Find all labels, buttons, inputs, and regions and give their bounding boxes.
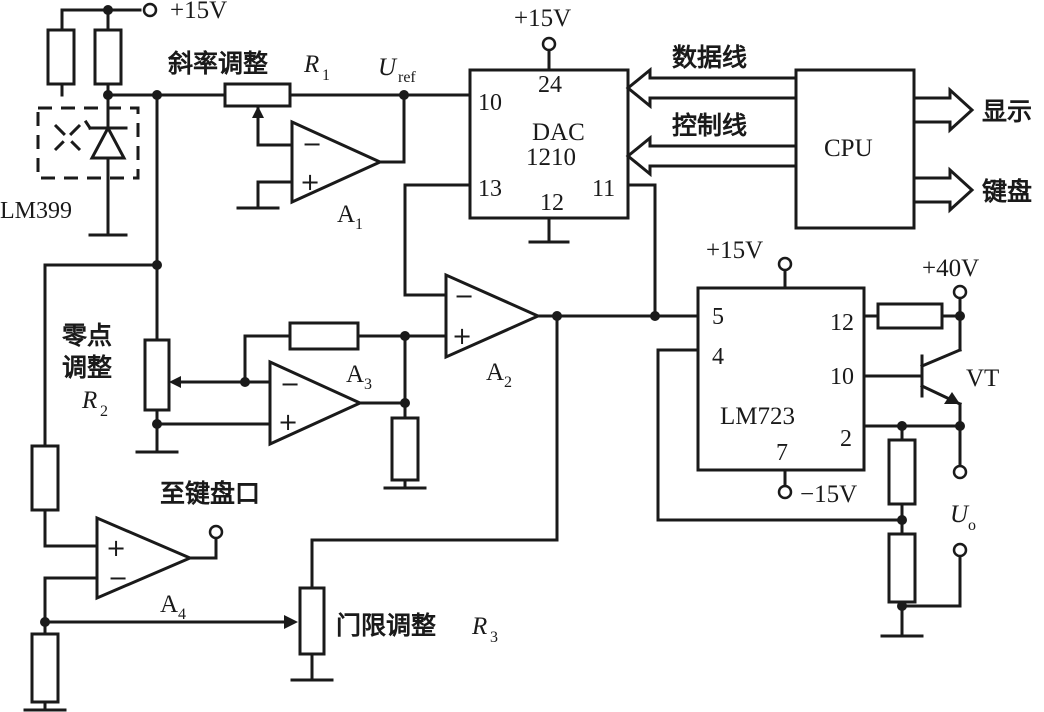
lm723-chip: LM723 5 4 12 10 2 7 [696,286,866,472]
svg-text:10: 10 [830,364,854,390]
resistor-divider-upper [887,438,917,506]
svg-text:−: − [280,370,300,398]
lm723-label: LM723 [720,403,795,430]
uo-sub: o [968,517,976,534]
a2-sub: 2 [504,374,512,391]
dac-label-line1: DAC [532,119,585,146]
control-line-label: 控制线 [672,111,747,140]
lm723-vcc-label: +15V [706,237,763,264]
uref-sub: ref [398,69,416,86]
display-label: 显示 [982,97,1032,126]
dac-supply-label: +15V [514,5,571,32]
svg-text:+: + [300,168,320,196]
r2-sub: 2 [100,403,108,420]
resistor-lm399-bias [93,28,123,86]
a4-letter: A [160,591,178,618]
op-amp-a1: − + [290,119,384,205]
data-line-label: 数据线 [672,43,747,72]
svg-text:+: + [452,322,472,350]
r1-letter: R [303,51,319,78]
svg-text:−: − [302,130,322,158]
collector-supply-label: +40V [922,255,979,282]
svg-text:12: 12 [540,190,564,216]
resistor-a4-input [30,444,60,512]
op-amp-a4: + − [95,515,194,601]
transistor-vt [862,348,962,406]
op-amp-a3: − + [268,359,364,447]
dac-label-line2: 1210 [526,144,576,171]
supply-label-top-left: +15V [170,0,227,24]
resistor-a4-ground [30,632,60,704]
r3-letter: R [471,613,487,640]
a3-sub: 3 [364,376,372,393]
slope-adjust-label: 斜率调整 [167,49,268,78]
zero-adjust-line2: 调整 [62,353,112,382]
lm399-label: LM399 [0,198,72,224]
cpu-block [794,68,916,230]
resistor-current-limit [876,302,944,330]
zero-adjust-line1: 零点 [61,321,112,350]
potentiometer-r2 [143,338,171,412]
uref-letter: U [378,54,398,81]
lm723-vee-label: −15V [800,481,857,508]
op-amp-a2: − + [444,272,542,360]
dac1210-chip: DAC 1210 24 10 13 12 11 [468,68,630,220]
r2-letter: R [81,387,97,414]
svg-text:2: 2 [840,426,852,452]
svg-text:5: 5 [712,304,724,330]
svg-text:11: 11 [592,176,615,202]
svg-text:10: 10 [478,90,502,116]
potentiometer-r3 [298,586,326,656]
svg-text:7: 7 [776,440,788,466]
supply-rail-top-left: +15V [60,0,227,32]
control-bus-arrow [625,134,798,178]
svg-text:−: − [454,282,474,310]
cpu-label: CPU [824,135,873,162]
svg-text:13: 13 [478,176,502,202]
resistor-a3-feedback [288,321,360,351]
to-keyboard-port-label: 至键盘口 [160,479,260,508]
a1-sub: 1 [355,216,363,233]
display-bus-arrow [912,86,975,134]
svg-text:12: 12 [830,310,854,336]
svg-text:4: 4 [712,344,724,370]
uo-letter: U [950,501,970,528]
svg-text:+: + [278,408,298,436]
keyboard-bus-arrow [912,166,975,214]
r1-sub: 1 [322,67,330,84]
resistor-divider-lower [887,532,917,604]
a1-letter: A [337,201,355,228]
r3-sub: 3 [490,629,498,646]
svg-text:−: − [108,564,128,592]
a4-sub: 4 [178,606,186,623]
a2-letter: A [486,359,504,386]
resistor-lm399-heater [46,28,76,86]
keyboard-label: 键盘 [982,177,1032,206]
threshold-adjust-label: 门限调整 [336,611,436,640]
data-bus-arrow [625,66,798,110]
zener-diode [83,119,128,160]
potentiometer-r1 [223,82,292,108]
lm399-package [36,106,140,180]
svg-text:+: + [106,534,126,562]
svg-text:24: 24 [538,72,562,98]
vt-label: VT [966,365,999,392]
resistor-a3-output [390,416,420,482]
a3-letter: A [346,361,364,388]
